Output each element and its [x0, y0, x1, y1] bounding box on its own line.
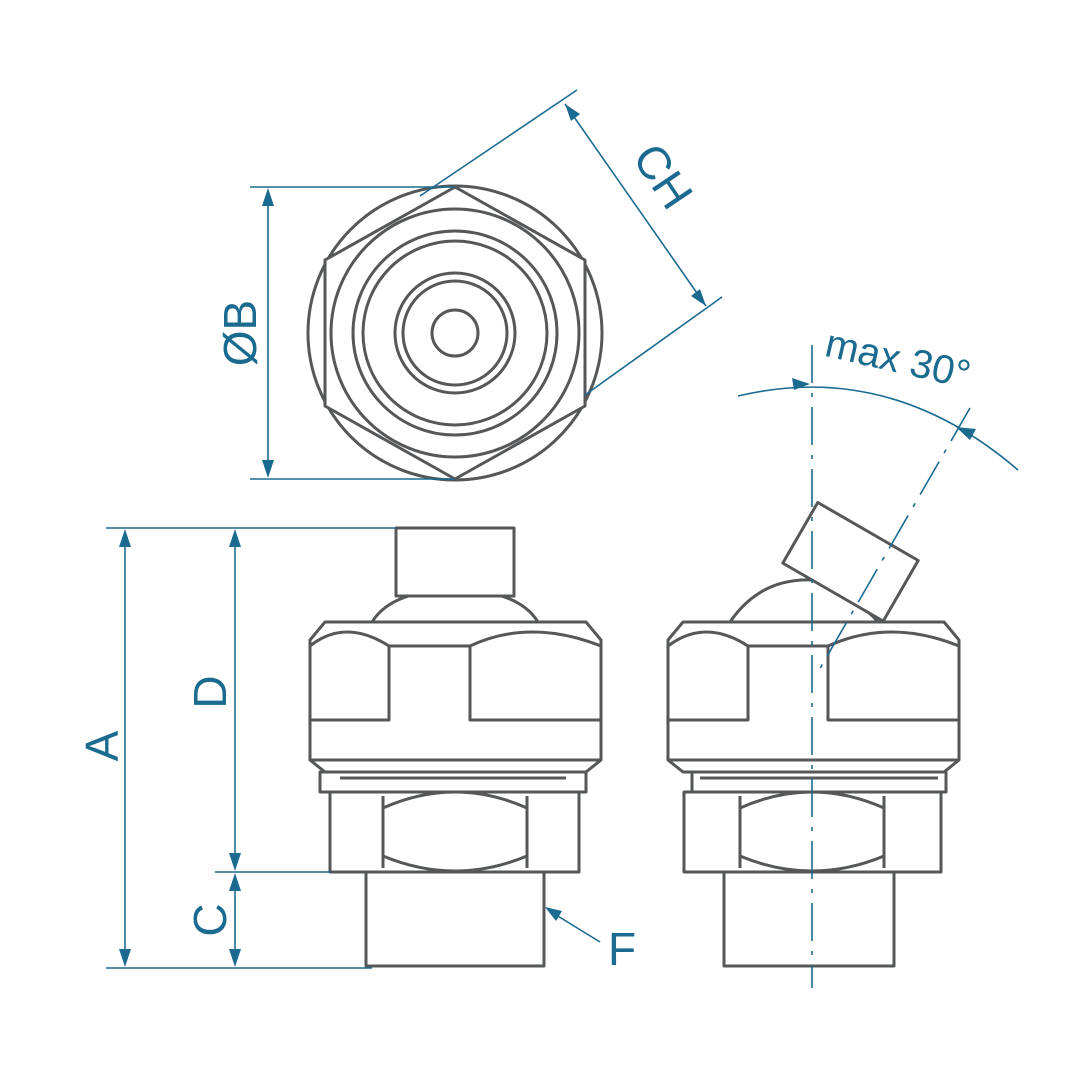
dimension-d-arrow-top: [229, 529, 241, 547]
dimension-ch-arrow-bottom: [691, 289, 706, 306]
dimension-label-b: ØB: [214, 300, 266, 366]
angle-arrow-right: [956, 427, 976, 440]
dimension-b-arrow-top: [262, 188, 274, 206]
dimension-c: C: [184, 873, 241, 967]
label-f: F: [608, 923, 636, 975]
angle-arc: [737, 386, 1019, 471]
side-view: [666, 501, 961, 968]
front-view-collar: [318, 770, 588, 794]
top-view-vent-hole: [430, 308, 480, 358]
dimension-b: ØB: [214, 186, 455, 480]
angle-label: max 30°: [821, 321, 974, 397]
front-view-cap: [394, 526, 516, 598]
dimension-c-arrow-top: [229, 873, 241, 891]
top-view: [306, 184, 604, 482]
dimension-label-a: A: [76, 730, 128, 761]
dimension-c-arrow-bottom: [229, 949, 241, 967]
side-view-thread: [722, 870, 896, 968]
front-view: [308, 526, 603, 968]
leader-f-arrow: [545, 907, 562, 921]
dimension-d: D: [184, 529, 330, 873]
dimension-label-d: D: [184, 675, 236, 708]
tilted-axis: [817, 407, 971, 673]
dimension-a-arrow-bottom: [119, 949, 131, 967]
dimension-a-arrow-top: [119, 529, 131, 547]
dimension-ch-arrow-top: [565, 104, 580, 121]
leader-f: F: [545, 907, 636, 975]
side-view-tilted-cap: [781, 501, 920, 623]
dimension-b-arrow-bottom: [262, 460, 274, 478]
angle-arrow-left: [792, 378, 810, 390]
side-view-collar: [690, 770, 948, 794]
front-view-lower-nut: [328, 790, 581, 874]
dimension-a: A: [76, 527, 396, 969]
dimension-d-arrow-bottom: [229, 853, 241, 871]
front-view-thread: [364, 870, 546, 968]
dimension-label-c: C: [184, 903, 236, 936]
